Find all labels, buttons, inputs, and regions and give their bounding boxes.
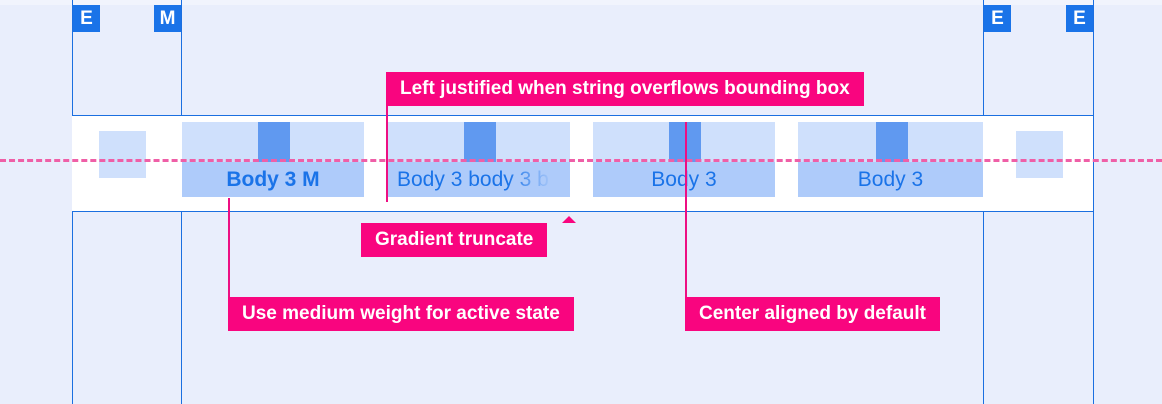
annotation-gradient-truncate-arrow (562, 216, 576, 223)
annotation-medium-weight: Use medium weight for active state (228, 297, 574, 331)
annotation-left-justified: Left justified when string overflows bou… (386, 72, 864, 106)
tab-3-label: Body 3 (593, 162, 775, 197)
spacing-marker-left-edge: E (73, 5, 100, 32)
tab-1-glyph-icon (258, 122, 290, 162)
spacing-marker-right-margin: E (984, 5, 1011, 32)
tab-item-2[interactable]: Body 3 body 3 b (388, 122, 570, 205)
tab-4-label: Body 3 (798, 162, 983, 197)
end-spacer-box-left (99, 131, 146, 178)
tab-item-3[interactable]: Body 3 (593, 122, 775, 205)
annotation-center-aligned: Center aligned by default (685, 297, 940, 331)
tab-item-4[interactable]: Body 3 (798, 122, 983, 205)
tab-2-label: Body 3 body 3 b (388, 162, 570, 197)
top-background-strip (0, 0, 1162, 5)
leader-line-left-justified (386, 106, 388, 202)
spacing-marker-left-margin: M (154, 5, 181, 32)
end-spacer-box-right (1016, 131, 1063, 178)
guide-line-right-edge (1093, 0, 1094, 404)
tab-4-glyph-icon (876, 122, 908, 162)
tab-2-glyph-icon (464, 122, 496, 162)
vertical-center-baseline (0, 159, 1162, 162)
leader-line-medium-weight (228, 198, 230, 297)
tab-1-label: Body 3 M (182, 162, 364, 197)
tab-item-1[interactable]: Body 3 M (182, 122, 364, 205)
leader-line-center-aligned (685, 122, 687, 297)
annotation-gradient-truncate: Gradient truncate (361, 223, 548, 257)
spacing-marker-right-edge: E (1066, 5, 1093, 32)
